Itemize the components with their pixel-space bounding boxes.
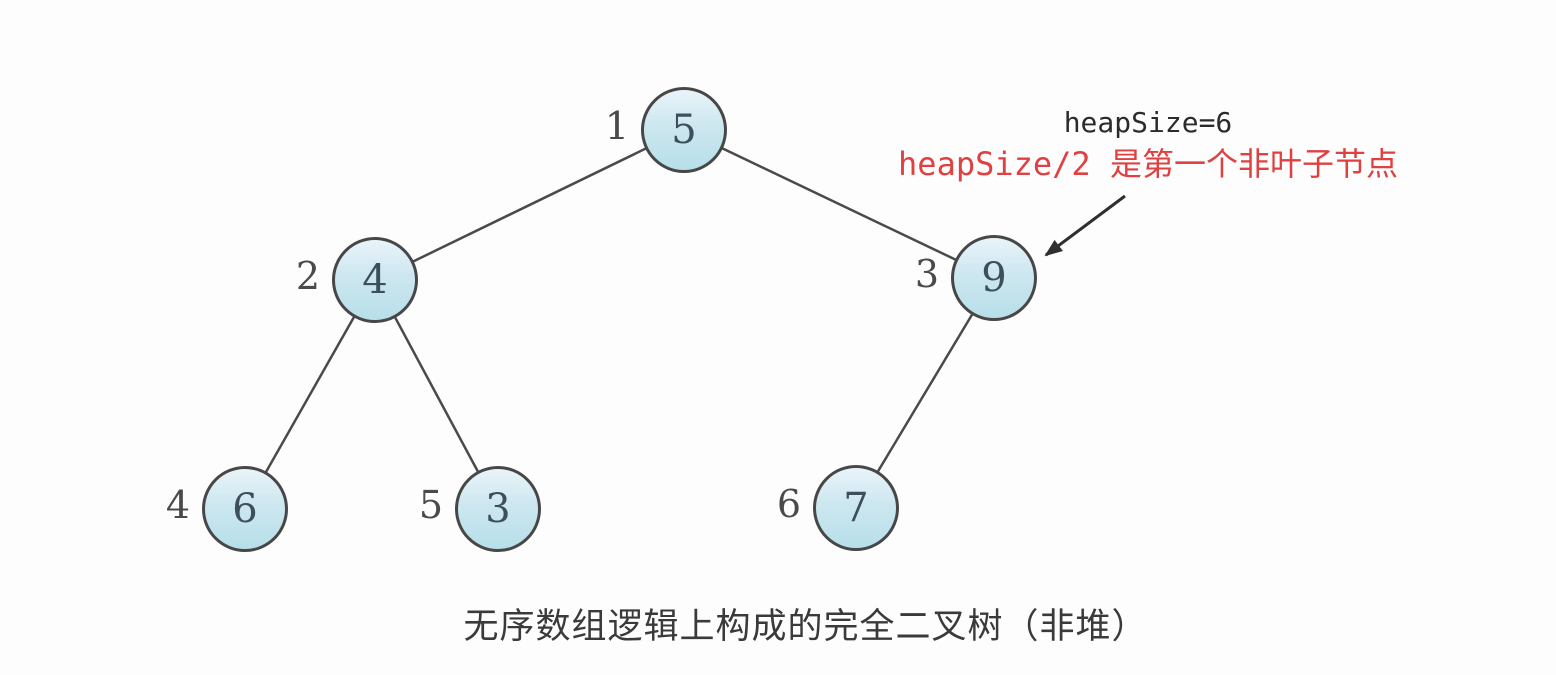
diagram-caption: 无序数组逻辑上构成的完全二叉树（非堆） — [463, 607, 1148, 647]
node-value: 9 — [981, 255, 1007, 301]
tree-node-5: 5 3 — [419, 466, 541, 552]
node-circle: 5 — [641, 87, 727, 173]
node-value: 4 — [362, 257, 388, 303]
node-value: 7 — [843, 485, 869, 531]
node-index-label: 6 — [776, 482, 801, 527]
heapsize-text: heapSize=6 — [1063, 106, 1233, 139]
heap-annotation: heapSize=6 heapSize/2 是第一个非叶子节点 — [888, 104, 1408, 186]
tree-node-1: 1 5 — [605, 87, 727, 173]
node-index-label: 3 — [914, 252, 939, 297]
node-circle: 4 — [332, 237, 418, 323]
non-leaf-note-text: heapSize/2 是第一个非叶子节点 — [898, 145, 1398, 183]
node-circle: 6 — [202, 466, 288, 552]
edge-1-2 — [374, 128, 685, 282]
node-index-label: 5 — [418, 483, 443, 528]
node-circle: 9 — [951, 235, 1037, 321]
edge-2-4 — [243, 279, 377, 510]
edge-1-3 — [683, 128, 995, 280]
node-value: 6 — [232, 486, 258, 532]
node-value: 3 — [485, 486, 511, 532]
node-circle: 7 — [813, 465, 899, 551]
edge-3-6 — [854, 277, 996, 509]
node-circle: 3 — [455, 466, 541, 552]
tree-node-6: 6 7 — [777, 465, 899, 551]
tree-node-2: 2 4 — [296, 237, 418, 323]
node-index-label: 2 — [295, 254, 320, 299]
tree-node-3: 3 9 — [915, 235, 1037, 321]
node-index-label: 1 — [604, 104, 629, 149]
tree-node-4: 4 6 — [166, 466, 288, 552]
annotation-arrow — [1044, 194, 1126, 257]
node-value: 5 — [671, 107, 697, 153]
node-index-label: 4 — [165, 483, 190, 528]
